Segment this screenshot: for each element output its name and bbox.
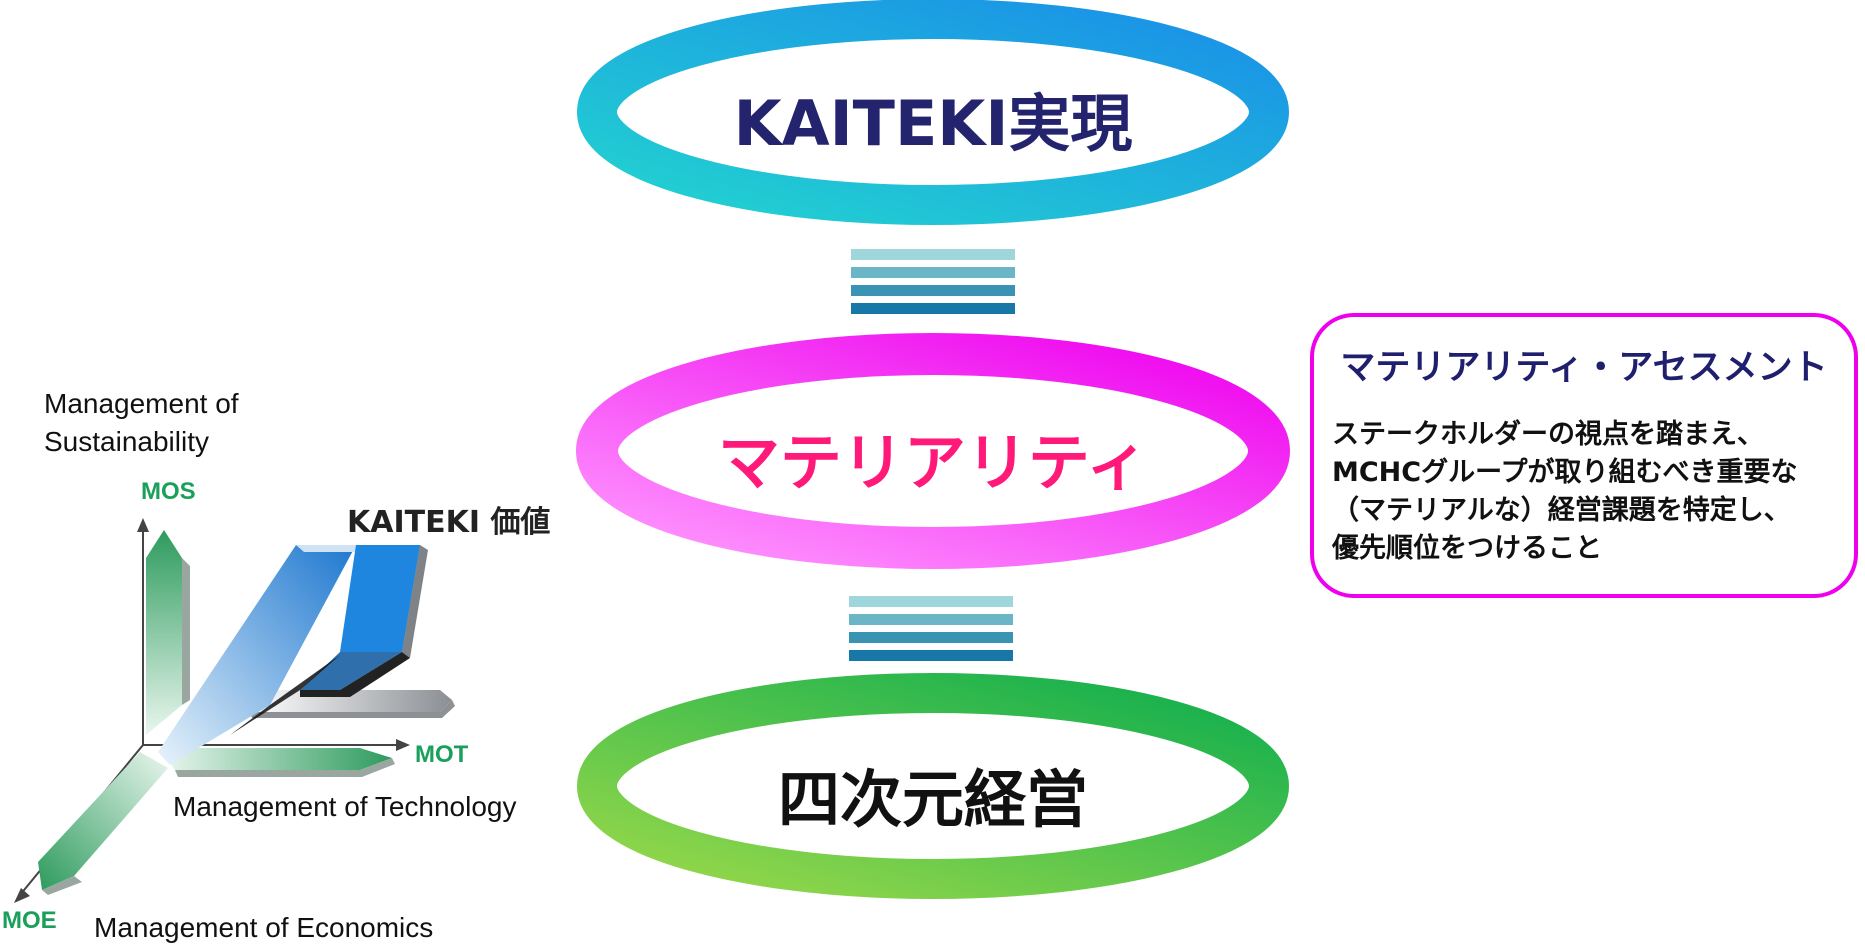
- moe-arrow: [38, 752, 168, 890]
- mos-label: MOS: [141, 478, 196, 505]
- ring-materiality: [576, 333, 1290, 569]
- equals-bar: [849, 632, 1013, 643]
- equals-bar: [851, 285, 1015, 296]
- assessment-box: マテリアリティ・アセスメント ステークホルダーの視点を踏まえ、 MCHCグループ…: [1310, 313, 1858, 598]
- equals-bar: [851, 249, 1015, 260]
- equals-bar: [851, 303, 1015, 314]
- mos-arrow: [146, 530, 182, 735]
- equals-bar: [849, 650, 1013, 661]
- ring-four-dimensional-label: 四次元経営: [777, 763, 1088, 836]
- kaiteki-value-arrow: [158, 545, 356, 765]
- kaiteki-value-label: KAITEKI 価値: [347, 505, 551, 540]
- assessment-line: （マテリアルな）経営課題を特定し、: [1332, 495, 1791, 526]
- economics-label: Management of Economics: [94, 912, 434, 943]
- ring-materiality-label: マテリアリティ: [717, 426, 1149, 499]
- sustainability-label: Management of Sustainability: [44, 385, 239, 461]
- mot-label: MOT: [415, 741, 469, 768]
- assessment-line: 優先順位をつけること: [1332, 533, 1602, 564]
- ring-kaiteki: [577, 0, 1289, 225]
- assessment-line: ステークホルダーの視点を踏まえ、: [1332, 419, 1764, 450]
- equals-bars-bottom: [849, 596, 1013, 668]
- axes-diagram: [14, 518, 455, 903]
- mot-arrow: [160, 748, 392, 770]
- ring-four-dimensional: [577, 673, 1289, 899]
- sustainability-label-line2: Sustainability: [44, 426, 209, 457]
- equals-bar: [849, 614, 1013, 625]
- equals-bars-top: [851, 249, 1015, 321]
- equals-bar: [849, 596, 1013, 607]
- ring-kaiteki-label: KAITEKI実現: [733, 87, 1133, 160]
- technology-label: Management of Technology: [173, 791, 517, 822]
- sustainability-label-line1: Management of: [44, 388, 239, 419]
- assessment-title: マテリアリティ・アセスメント: [1340, 348, 1828, 388]
- assessment-line: MCHCグループが取り組むべき重要な: [1332, 457, 1798, 488]
- equals-bar: [851, 267, 1015, 278]
- moe-label: MOE: [2, 907, 57, 934]
